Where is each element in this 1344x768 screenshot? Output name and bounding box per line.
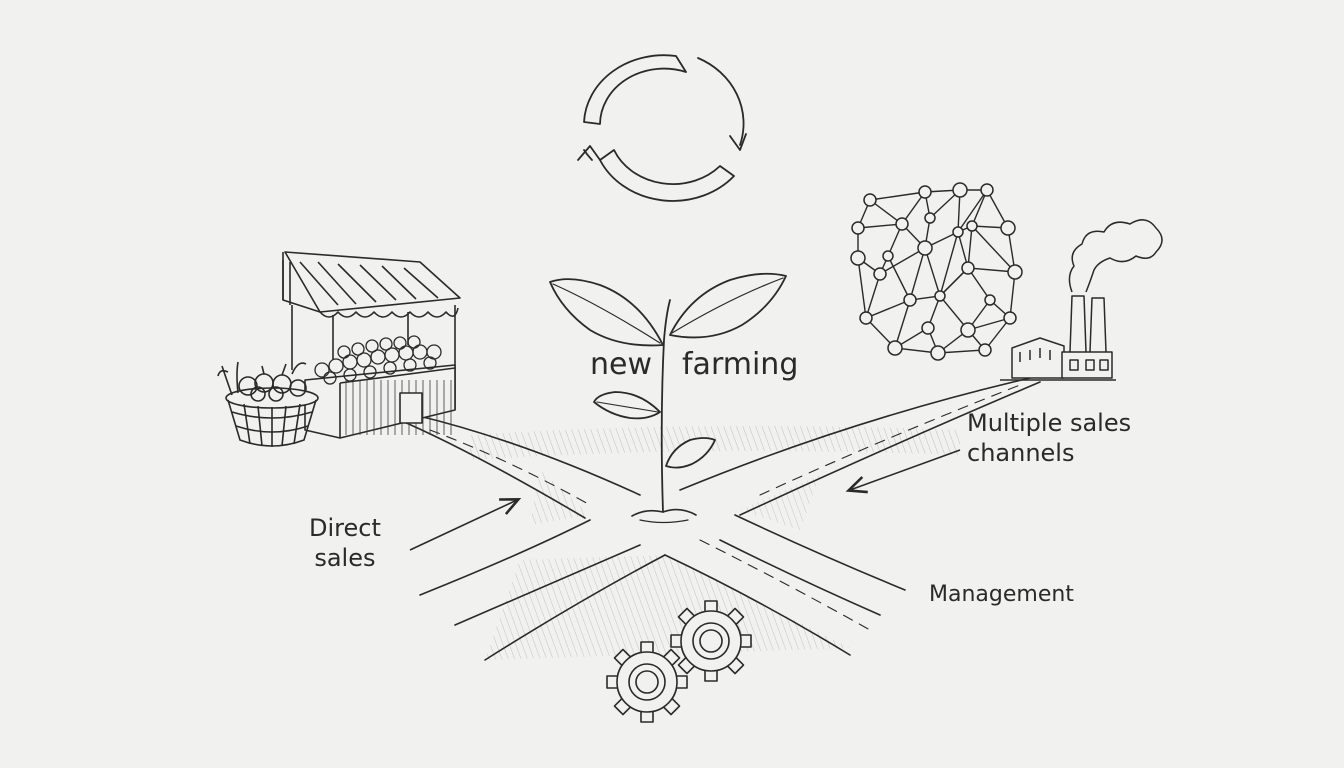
direct-sales-line-2: sales <box>314 544 376 572</box>
center-label-farming: farming <box>682 347 799 382</box>
vegetable-basket-icon <box>217 361 319 447</box>
network-graph-icon <box>850 182 1023 361</box>
market-stall-icon <box>282 251 461 439</box>
pointer-arrows <box>409 449 961 551</box>
multiple-sales-channels-label: Multiple sales channels <box>967 408 1131 468</box>
seedling-icon <box>549 272 787 524</box>
factory-icon <box>1000 219 1163 381</box>
management-label: Management <box>929 582 1074 607</box>
crossroads-paths <box>394 377 1041 661</box>
direct-sales-line-1: Direct <box>309 514 381 542</box>
multiple-sales-line-1: Multiple sales <box>967 409 1132 437</box>
direct-sales-label: Direct sales <box>309 513 381 573</box>
gears-icon <box>606 600 752 723</box>
recycle-arrows-icon <box>577 54 747 202</box>
center-label-new: new <box>590 347 653 382</box>
multiple-sales-line-2: channels <box>967 439 1075 467</box>
